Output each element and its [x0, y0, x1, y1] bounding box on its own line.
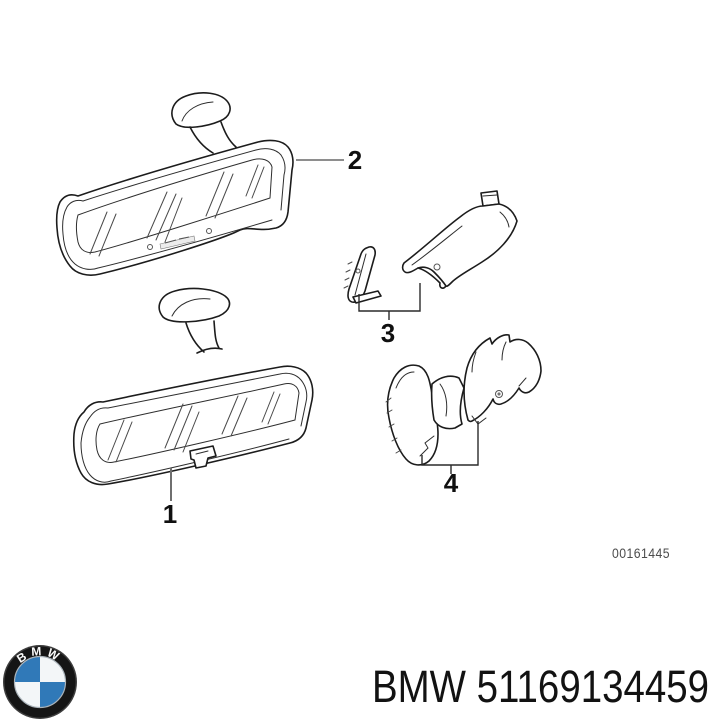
part-3-wedge-fold: [354, 253, 367, 296]
mirror-2-glass: [76, 158, 273, 253]
mirror-2-mount-detail: [181, 101, 214, 122]
mirror-2-stalk: [189, 121, 237, 154]
mirror-1-glass: [95, 383, 300, 463]
bmw-logo-seam-ring: [13, 655, 67, 709]
mirror-2-body-outline: [55, 139, 294, 276]
part-3-wedge-hatching: [343, 261, 353, 289]
housing-parts-drawing-4: 4: [385, 334, 542, 498]
mirror-2-sensor-dot: [206, 228, 212, 234]
mirror-2-sensor-dot: [147, 244, 153, 250]
part-3-wedge-outline: [347, 246, 376, 303]
part-4-shell-notch: [419, 435, 435, 457]
part-3-wedge-foot: [352, 290, 382, 304]
callout-1: 1: [163, 468, 177, 529]
part-3-wedge-hole: [355, 268, 361, 274]
callout-3-label[interactable]: 3: [381, 318, 395, 348]
part-3-cover-tab-line: [482, 194, 498, 197]
part-3-cover-outline: [401, 203, 518, 289]
mirror-1-mount-head: [158, 287, 231, 323]
mirror-drawing-2: [55, 92, 294, 276]
part-4-housing-details: [471, 341, 527, 425]
mirror-1-mount-detail: [171, 298, 211, 317]
callout-4-bracket: [421, 421, 479, 474]
mirror-2-glass-hatching: [89, 164, 265, 257]
part-3-cover-fold: [411, 225, 463, 266]
callout-1-label[interactable]: 1: [163, 499, 177, 529]
part-3-cover-edge: [499, 211, 510, 228]
part-4-housing-outline: [463, 334, 542, 423]
bmw-logo-quarter-bottom-left: [14, 682, 40, 708]
mirror-1-glass-hatching: [107, 391, 281, 463]
bmw-logo-quarter-bottom-right: [40, 682, 66, 708]
part-number-text: BMW 51169134459: [372, 661, 709, 712]
mirror-1-clip-detail: [195, 450, 209, 455]
cover-parts-drawing-3: 3: [343, 190, 518, 348]
bmw-logo: BMW: [3, 644, 77, 719]
mirror-drawing-1: [72, 287, 314, 486]
mirror-1-clip-tab: [189, 445, 217, 469]
part-4-housing-boss-dot: [497, 392, 501, 396]
mirror-2-mount-head: [171, 92, 231, 129]
callout-2-label[interactable]: 2: [348, 145, 362, 175]
mirror-2-auto-label-marks: [164, 236, 190, 244]
part-4-housing-boss: [495, 390, 503, 398]
part-4-shell-hatching: [385, 397, 402, 454]
part-4-connector: [430, 375, 465, 430]
part-4-shell-outline: [386, 364, 439, 466]
part-4-shell-inner: [395, 371, 415, 389]
diagram-code: 00161445: [612, 545, 670, 561]
mirror-1-stalk: [185, 320, 223, 354]
part-3-cover-boss: [433, 263, 441, 271]
callout-2: 2: [296, 145, 362, 175]
bmw-logo-quarter-top-left: [14, 656, 40, 682]
callout-3-bracket: [358, 283, 421, 320]
bmw-logo-quarter-top-right: [40, 656, 66, 682]
callout-4-label[interactable]: 4: [444, 468, 459, 498]
part-4-connector-line: [439, 383, 448, 417]
mirror-2-bezel-line: [62, 148, 286, 270]
